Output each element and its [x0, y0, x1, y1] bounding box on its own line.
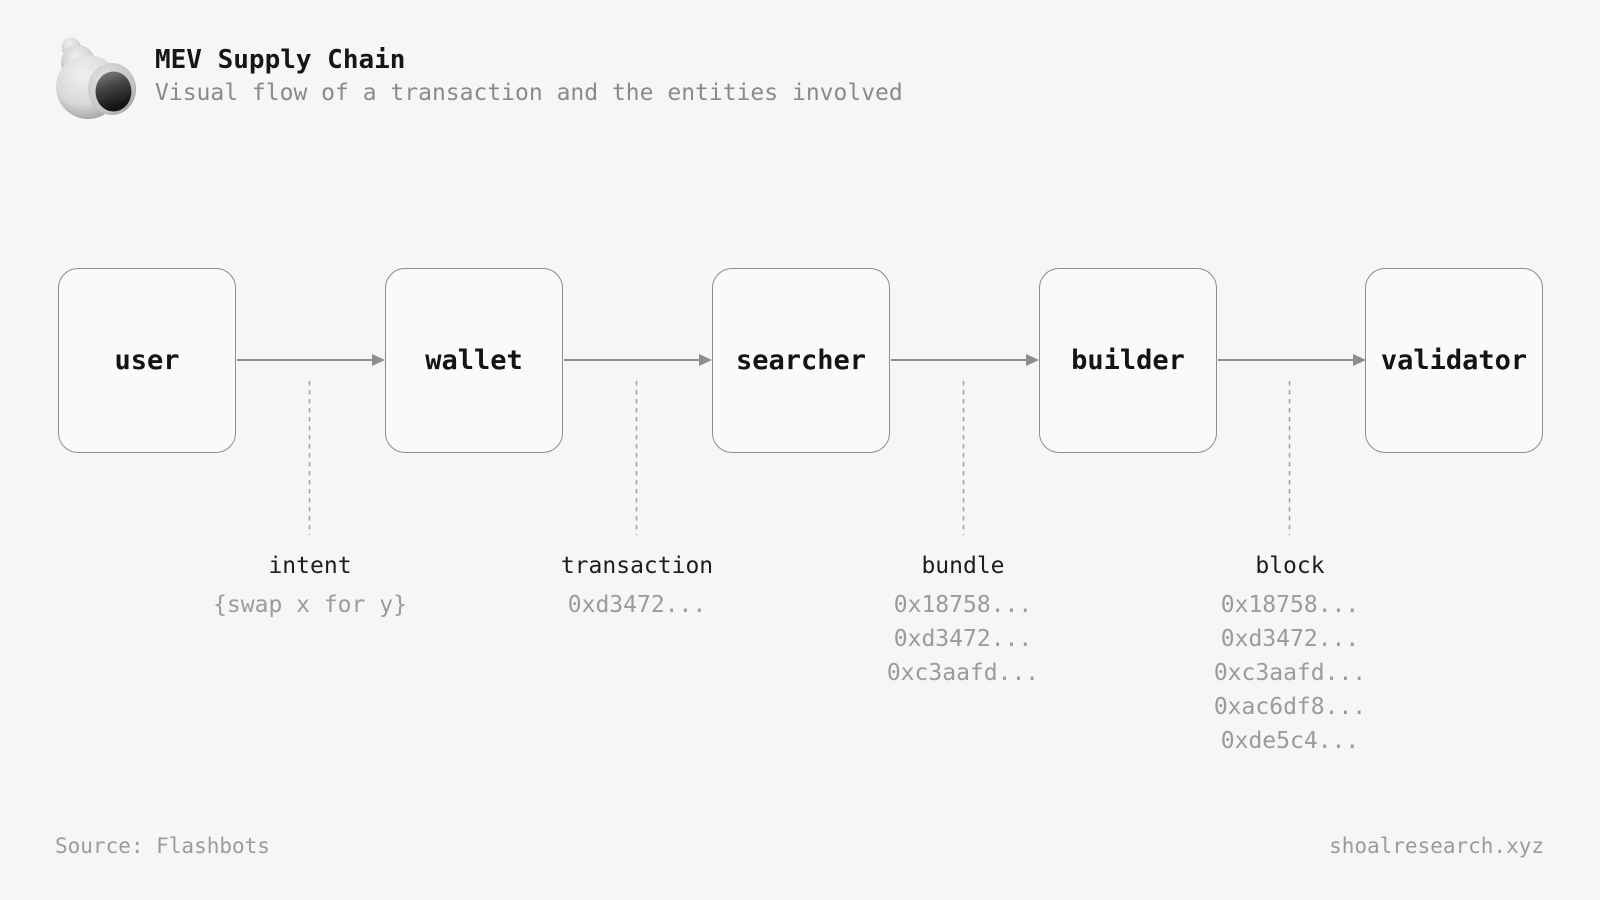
annotation-transaction-value: 0xd3472... — [567, 592, 707, 618]
arrow-searcher-to-builder — [891, 354, 1039, 366]
arrow-line — [564, 359, 701, 361]
node-validator: validator — [1365, 268, 1543, 453]
arrowhead-icon — [1026, 354, 1039, 366]
annotation-bundle-value: 0x18758... — [893, 592, 1033, 618]
node-wallet-label: wallet — [425, 345, 523, 376]
arrowhead-icon — [1353, 354, 1366, 366]
arrow-line — [891, 359, 1028, 361]
page-title: MEV Supply Chain — [155, 45, 406, 75]
annotation-block-label: block — [1255, 553, 1325, 579]
annotation-bundle-value: 0xd3472... — [893, 626, 1033, 652]
node-wallet: wallet — [385, 268, 563, 453]
arrow-user-to-wallet — [237, 354, 385, 366]
arrow-line — [237, 359, 374, 361]
node-user-label: user — [114, 345, 180, 376]
node-searcher-label: searcher — [735, 345, 867, 376]
shell-icon — [50, 30, 138, 124]
arrowhead-icon — [699, 354, 712, 366]
node-builder-label: builder — [1071, 345, 1185, 376]
annotation-intent-label: intent — [268, 553, 352, 579]
page-subtitle: Visual flow of a transaction and the ent… — [155, 80, 903, 106]
dashed-connector-intent — [308, 381, 311, 535]
annotation-block-value: 0xde5c4... — [1220, 728, 1360, 754]
site-credit: shoalresearch.xyz — [1329, 834, 1544, 858]
annotation-block-value: 0x18758... — [1220, 592, 1360, 618]
arrow-line — [1218, 359, 1355, 361]
arrow-wallet-to-searcher — [564, 354, 712, 366]
dashed-connector-transaction — [635, 381, 638, 535]
annotation-transaction: transaction 0xd3472... — [561, 550, 713, 622]
annotation-block-value: 0xac6df8... — [1213, 694, 1367, 720]
annotation-block-value: 0xc3aafd... — [1213, 660, 1367, 686]
annotation-block-value: 0xd3472... — [1220, 626, 1360, 652]
arrowhead-icon — [372, 354, 385, 366]
annotation-transaction-label: transaction — [560, 553, 714, 579]
annotation-intent-value: {swap x for y} — [213, 592, 407, 618]
node-validator-label: validator — [1380, 345, 1528, 376]
annotation-intent: intent {swap x for y} — [213, 550, 407, 622]
arrow-builder-to-validator — [1218, 354, 1366, 366]
node-searcher: searcher — [712, 268, 890, 453]
dashed-connector-bundle — [962, 381, 965, 535]
source-credit: Source: Flashbots — [55, 834, 270, 858]
dashed-connector-block — [1288, 381, 1291, 535]
annotation-bundle-label: bundle — [921, 553, 1005, 579]
annotation-block: block 0x18758... 0xd3472... 0xc3aafd... … — [1214, 550, 1366, 758]
node-builder: builder — [1039, 268, 1217, 453]
node-user: user — [58, 268, 236, 453]
annotation-bundle-value: 0xc3aafd... — [886, 660, 1040, 686]
annotation-bundle: bundle 0x18758... 0xd3472... 0xc3aafd... — [887, 550, 1039, 690]
